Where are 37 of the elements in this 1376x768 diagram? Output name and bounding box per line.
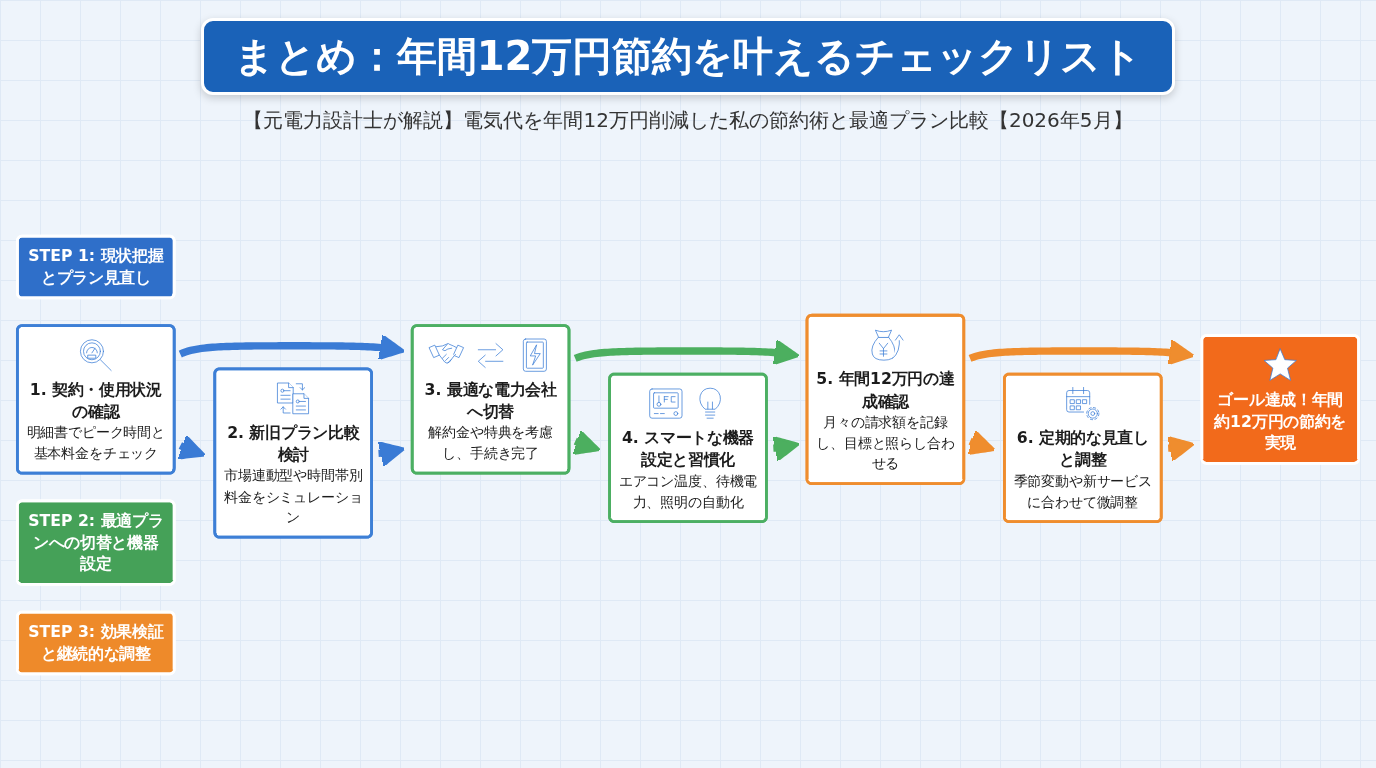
item-heading: 1. 契約・使用状況の確認 [29, 380, 162, 421]
step-heading: STEP 2: 最適プランへの切替と機器設定 [28, 511, 164, 573]
item-heading: 3. 最適な電力会社へ切替 [424, 380, 557, 421]
item-description: 解約金や特典を考慮し、手続き完了 [428, 424, 553, 462]
arrow [573, 339, 800, 366]
item-description: 季節変動や新サービスに合わせて微調整 [1013, 472, 1152, 511]
step-tab [16, 499, 176, 586]
step-heading: STEP 3: 効果検証と継続的な調整 [28, 622, 164, 663]
arrow [966, 429, 996, 456]
item-description: 月々の請求額を記録し、目標と照らし合わせる [816, 413, 955, 473]
arrow [968, 339, 1195, 366]
subtitle: 【元電力設計士が解説】電気代を年間12万円削減した私の節約術と最適プラン比較【2026年5月】 [243, 107, 1133, 134]
process-box [1003, 372, 1163, 524]
item-description: 市場連動型や時間帯別料金をシミュレーション [224, 467, 363, 526]
goal-text: ゴール達成！年間約12万円の節約を実現 [1214, 389, 1346, 452]
arrow [376, 441, 406, 467]
item-heading: 5. 年間12万円の達成確認 [816, 369, 955, 410]
process-box [16, 324, 176, 475]
goal-box [1200, 334, 1360, 465]
process-box [410, 324, 571, 475]
arrow [571, 429, 601, 456]
title-banner: まとめ：年間12万円節約を叶えるチェックリスト [200, 18, 1176, 95]
step-tab [16, 234, 176, 300]
arrow [1166, 435, 1195, 462]
process-box [805, 313, 966, 485]
item-heading: 6. 定期的な見直しと調整 [1016, 428, 1149, 469]
item-heading: 2. 新旧プラン比較検討 [227, 423, 360, 464]
item-description: 明細書でピーク時間と基本料金をチェック [26, 424, 165, 462]
item-description: エアコン温度、待機電力、照明の自動化 [618, 472, 758, 511]
process-box [213, 367, 373, 539]
step-heading: STEP 1: 現状把握とプラン見直し [28, 246, 164, 287]
item-heading: 4. スマートな機器設定と習慣化 [621, 428, 755, 469]
arrow [178, 334, 406, 361]
arrow [771, 435, 800, 462]
process-box [608, 372, 768, 524]
arrow [176, 434, 206, 460]
step-tab [16, 610, 176, 676]
